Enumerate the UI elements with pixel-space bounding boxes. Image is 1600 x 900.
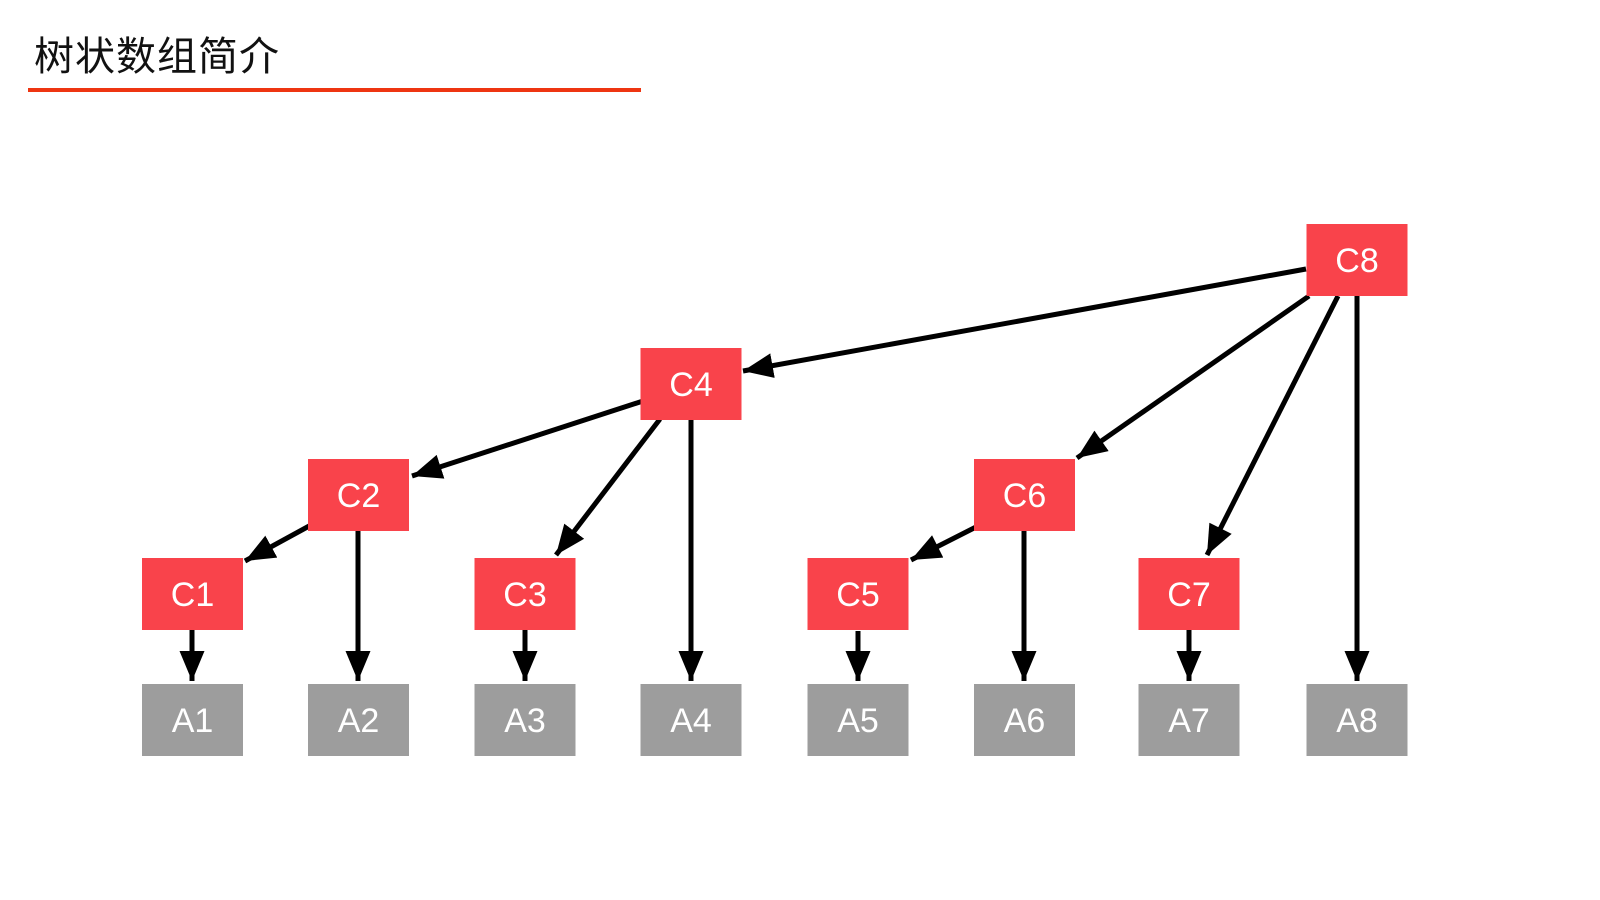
node-a7 xyxy=(1138,684,1240,756)
node-c2-label: C2 xyxy=(337,477,380,515)
node-c5 xyxy=(807,558,909,630)
node-a8-label: A8 xyxy=(1336,702,1378,740)
node-a6-label: A6 xyxy=(1004,702,1046,740)
node-c4 xyxy=(640,348,742,420)
nodes: C8 C4 C2 C6 C1 C3 C5 C7 A1 xyxy=(142,224,1408,756)
node-c8 xyxy=(1306,224,1408,296)
node-c2 xyxy=(308,459,409,531)
node-a5-label: A5 xyxy=(837,702,879,740)
edge-c8-c4-arrow xyxy=(742,266,1307,378)
node-a2-label: A2 xyxy=(338,702,380,740)
node-c5-label: C5 xyxy=(836,576,879,614)
node-c7 xyxy=(1138,558,1240,630)
node-c6 xyxy=(974,459,1075,531)
node-c3-label: C3 xyxy=(503,576,546,614)
edge-c2-c1-arrow xyxy=(243,522,313,564)
edge-c4-c3-arrow xyxy=(554,417,662,557)
edge-c4-c2-arrow xyxy=(411,398,644,479)
node-c7-label: C7 xyxy=(1167,576,1210,614)
edge-c6-c5-arrow xyxy=(909,524,978,563)
edges xyxy=(179,266,1370,681)
edge-c8-c7-arrow xyxy=(1204,294,1341,557)
node-a3-label: A3 xyxy=(504,702,546,740)
node-a4-label: A4 xyxy=(670,702,712,740)
node-a5 xyxy=(807,684,909,756)
node-c4-label: C4 xyxy=(669,366,712,404)
node-a7-label: A7 xyxy=(1168,702,1210,740)
node-a2 xyxy=(308,684,409,756)
page-title: 树状数组简介 xyxy=(34,35,280,79)
node-a1-label: A1 xyxy=(172,702,214,740)
node-a3 xyxy=(474,684,576,756)
edge-c8-c6-arrow xyxy=(1075,293,1311,461)
node-a1 xyxy=(142,684,243,756)
node-c1 xyxy=(142,558,243,630)
node-a4 xyxy=(640,684,742,756)
node-a6 xyxy=(974,684,1075,756)
node-c8-label: C8 xyxy=(1335,242,1378,280)
node-c3 xyxy=(474,558,576,630)
node-a8 xyxy=(1306,684,1408,756)
node-c1-label: C1 xyxy=(171,576,214,614)
title-underline xyxy=(28,88,641,92)
node-c6-label: C6 xyxy=(1003,477,1046,515)
